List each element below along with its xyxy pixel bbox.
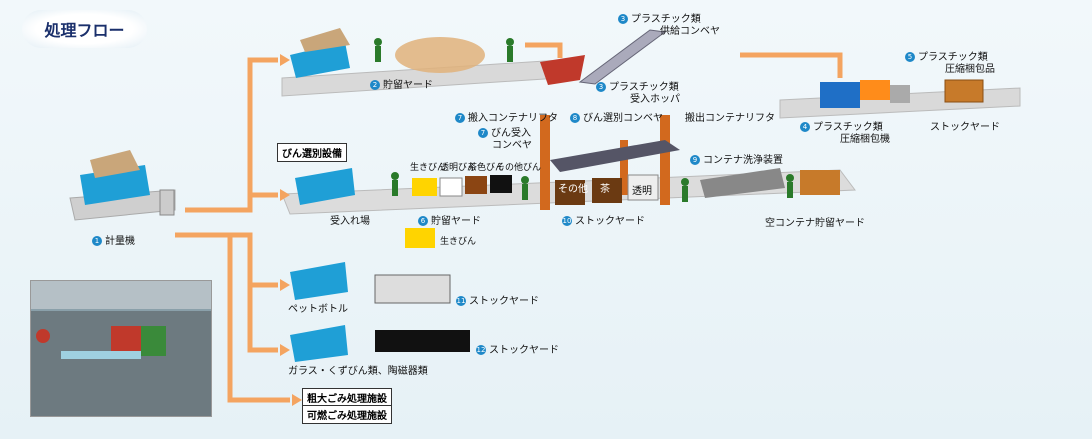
plastic-pile — [395, 37, 485, 73]
label-n5-2: 圧縮梱包品 — [945, 64, 995, 75]
flow-arrows — [175, 42, 843, 403]
facility-photo-art — [31, 281, 211, 416]
conveyor-frame — [540, 115, 670, 210]
label-n3a-2: 供給コンベヤ — [660, 26, 720, 37]
arrow-heads — [280, 54, 302, 406]
glass-stock — [375, 330, 470, 352]
bottle-type-2: 透明びん — [440, 163, 477, 173]
label-stock-plastic: ストックヤード — [930, 122, 1000, 133]
label-carry-out: 搬出コンテナリフタ — [685, 113, 775, 124]
container-washer — [700, 168, 785, 198]
empty-containers — [800, 170, 840, 195]
arrow-down-branch — [175, 232, 278, 288]
truck-scale — [80, 150, 175, 216]
truck-plastic — [290, 28, 350, 78]
pet-stock — [374, 274, 451, 304]
arrow-to-glass — [247, 285, 278, 353]
bottle-type-3: 茶色びん — [468, 163, 505, 173]
page-title: 処理フロー — [22, 10, 147, 48]
label-receiving: 受入れ場 — [330, 216, 370, 227]
arrow-to-facility — [227, 235, 290, 403]
live-bottle-pile — [405, 228, 435, 248]
label-glass: ガラス・くずびん類、陶磁器類 — [288, 366, 428, 377]
plastic-conveyor — [578, 29, 667, 85]
label-n3b-2: 受入ホッパ — [630, 94, 680, 105]
header-box: びん選別設備 — [277, 143, 347, 162]
facility-box-burnable: 可燃ごみ処理施設 — [302, 405, 392, 424]
worker-figures — [374, 38, 794, 202]
plastic-hopper — [540, 55, 585, 85]
stock-bins — [555, 174, 659, 205]
label-n4-2: 圧縮梱包機 — [840, 134, 890, 145]
label-pet: ペットボトル — [288, 304, 348, 315]
sorting-conveyor — [550, 140, 680, 172]
truck-bottle — [295, 168, 355, 205]
label-live-bottles: 生きびん — [440, 237, 477, 247]
bin-brown: 茶 — [600, 184, 610, 195]
label-n7b-2: コンベヤ — [492, 140, 532, 151]
bin-other: その他 — [558, 184, 588, 195]
truck-glass — [290, 325, 348, 362]
bottle-type-4: その他びん — [496, 163, 542, 173]
bale-product — [944, 79, 984, 103]
arrow-to-hopper — [525, 42, 563, 58]
facility-photo — [30, 280, 212, 417]
arrow-main-branch — [185, 57, 278, 213]
bottle-bins — [412, 175, 512, 197]
baler — [820, 80, 910, 108]
arrow-to-baler — [740, 52, 843, 78]
bottle-type-1: 生きびん — [410, 163, 447, 173]
bin-clear: 透明 — [632, 186, 652, 197]
label-empty-yard: 空コンテナ貯留ヤード — [765, 218, 865, 229]
truck-pet — [290, 262, 348, 300]
